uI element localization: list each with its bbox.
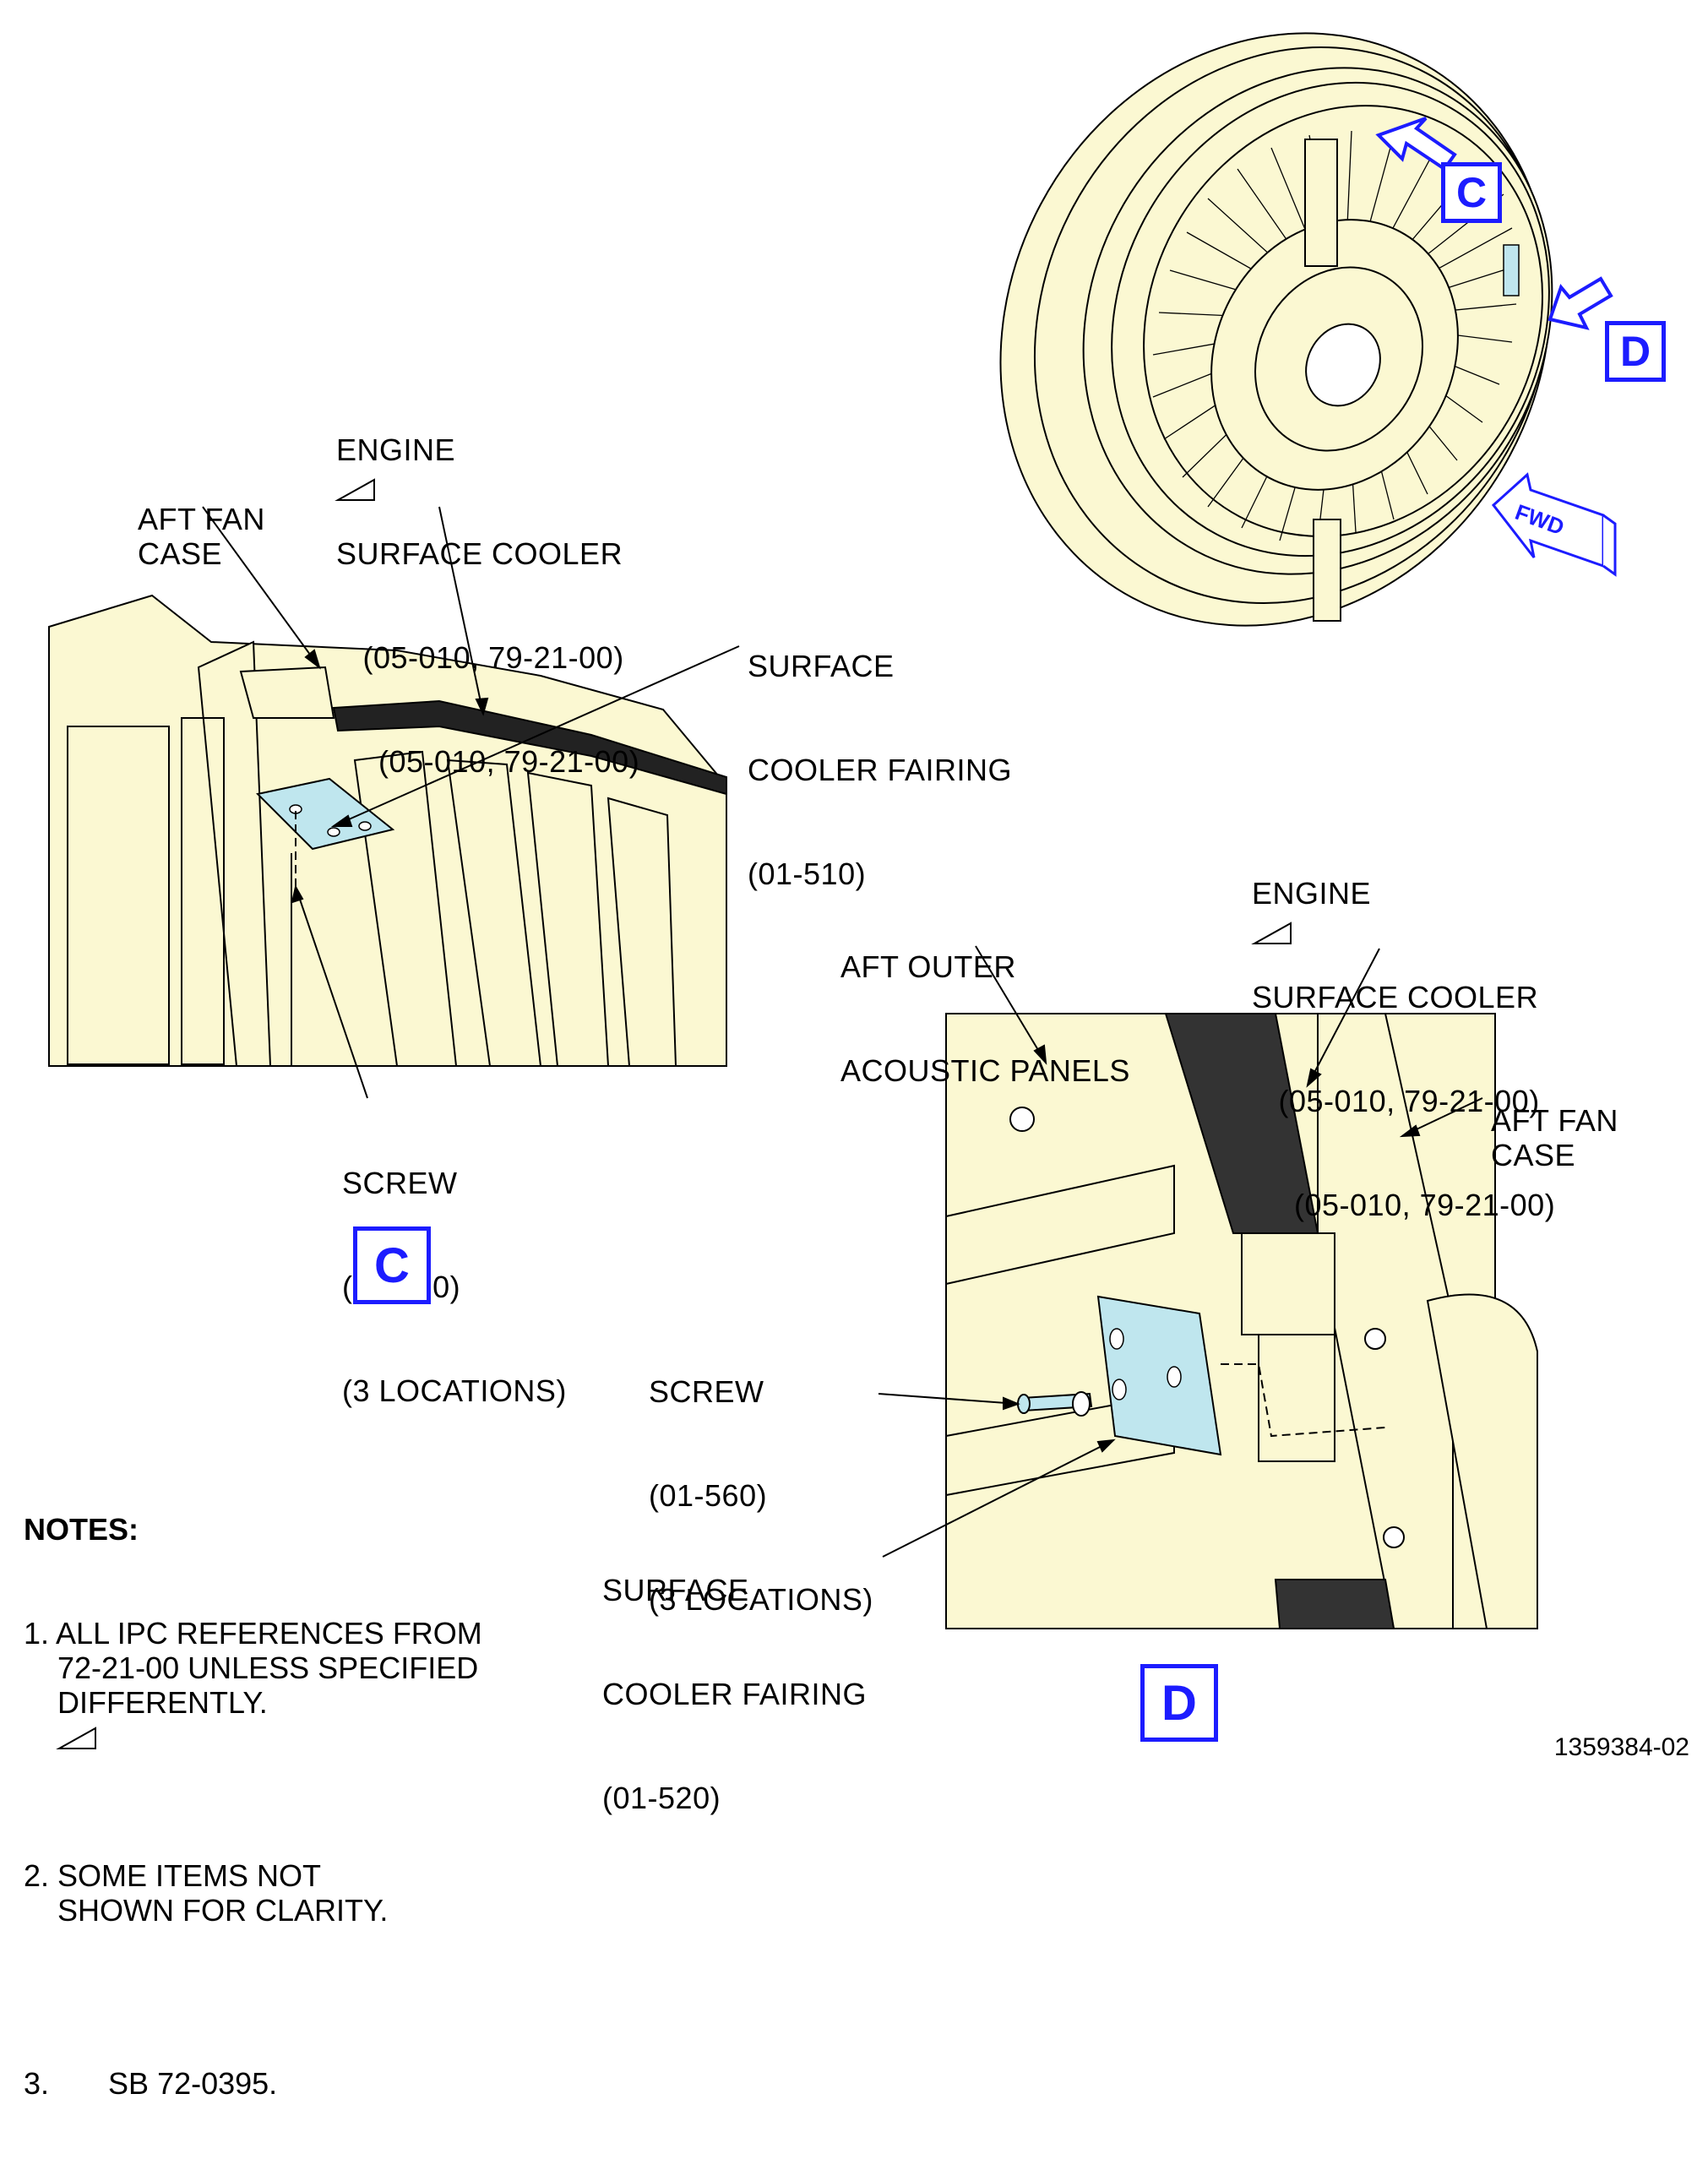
overview-callout-d: D bbox=[1605, 321, 1666, 382]
overview-callout-c: C bbox=[1441, 162, 1502, 223]
fairing-01-520 bbox=[1096, 1295, 1222, 1456]
notes-block: NOTES: 1. ALL IPC REFERENCES FROM 72-21-… bbox=[24, 1512, 482, 2170]
view-c-label: C bbox=[353, 1226, 431, 1304]
leader-c-engine-surface-cooler bbox=[438, 506, 484, 715]
note-3: 3. SB 72-0395. bbox=[24, 2066, 278, 2101]
revision-marker-c bbox=[335, 478, 375, 501]
fwd-arrow bbox=[1491, 472, 1617, 577]
leader-c-screw bbox=[295, 886, 368, 1099]
fairing-01-510 bbox=[255, 777, 395, 851]
d-aft-outer-acoustic-panels-label: AFT OUTER ACOUSTIC PANELS bbox=[840, 949, 1130, 1088]
notes-heading: NOTES: bbox=[24, 1512, 139, 1547]
detail-d-artwork bbox=[945, 1013, 1538, 1629]
view-c-callout-arrow bbox=[1375, 117, 1457, 171]
d-surface-cooler-fairing-label: SURFACE COOLER FAIRING (01-520) bbox=[602, 1573, 868, 1815]
revision-marker-note bbox=[56, 1727, 96, 1749]
view-d-callout-arrow bbox=[1548, 276, 1613, 330]
leader-d-surface-cooler-fairing bbox=[882, 1439, 1114, 1558]
illustration-canvas bbox=[48, 32, 1617, 1749]
leader-c-aft-fan-case bbox=[202, 506, 320, 668]
d-screw-label: SCREW (01-560) (3 LOCATIONS) bbox=[649, 1374, 873, 1617]
leader-d-screw bbox=[878, 1393, 1019, 1405]
d-engine-surface-cooler-label: ENGINE SURFACE COOLER (05-010, 79-21-00)… bbox=[1252, 876, 1556, 1222]
screw-d-dashline bbox=[1221, 1363, 1386, 1438]
engine-fan-overview bbox=[999, 32, 1553, 627]
document-number: 1359384-02 bbox=[1553, 1733, 1689, 1761]
note-2: 2. SOME ITEMS NOT SHOWN FOR CLARITY. bbox=[24, 1858, 389, 1928]
revision-marker-d bbox=[1251, 922, 1292, 944]
note-1: 1. ALL IPC REFERENCES FROM 72-21-00 UNLE… bbox=[24, 1616, 482, 1720]
leader-d-aft-outer-acoustic-panels bbox=[975, 945, 1047, 1063]
c-engine-surface-cooler-label: ENGINE SURFACE COOLER (05-010, 79-21-00)… bbox=[336, 432, 640, 779]
leader-c-surface-cooler-fairing bbox=[333, 645, 740, 827]
view-d-label: D bbox=[1140, 1664, 1218, 1742]
leader-d-engine-surface-cooler bbox=[1307, 948, 1380, 1086]
c-surface-cooler-fairing-label: SURFACE COOLER FAIRING (01-510) bbox=[748, 649, 1013, 891]
